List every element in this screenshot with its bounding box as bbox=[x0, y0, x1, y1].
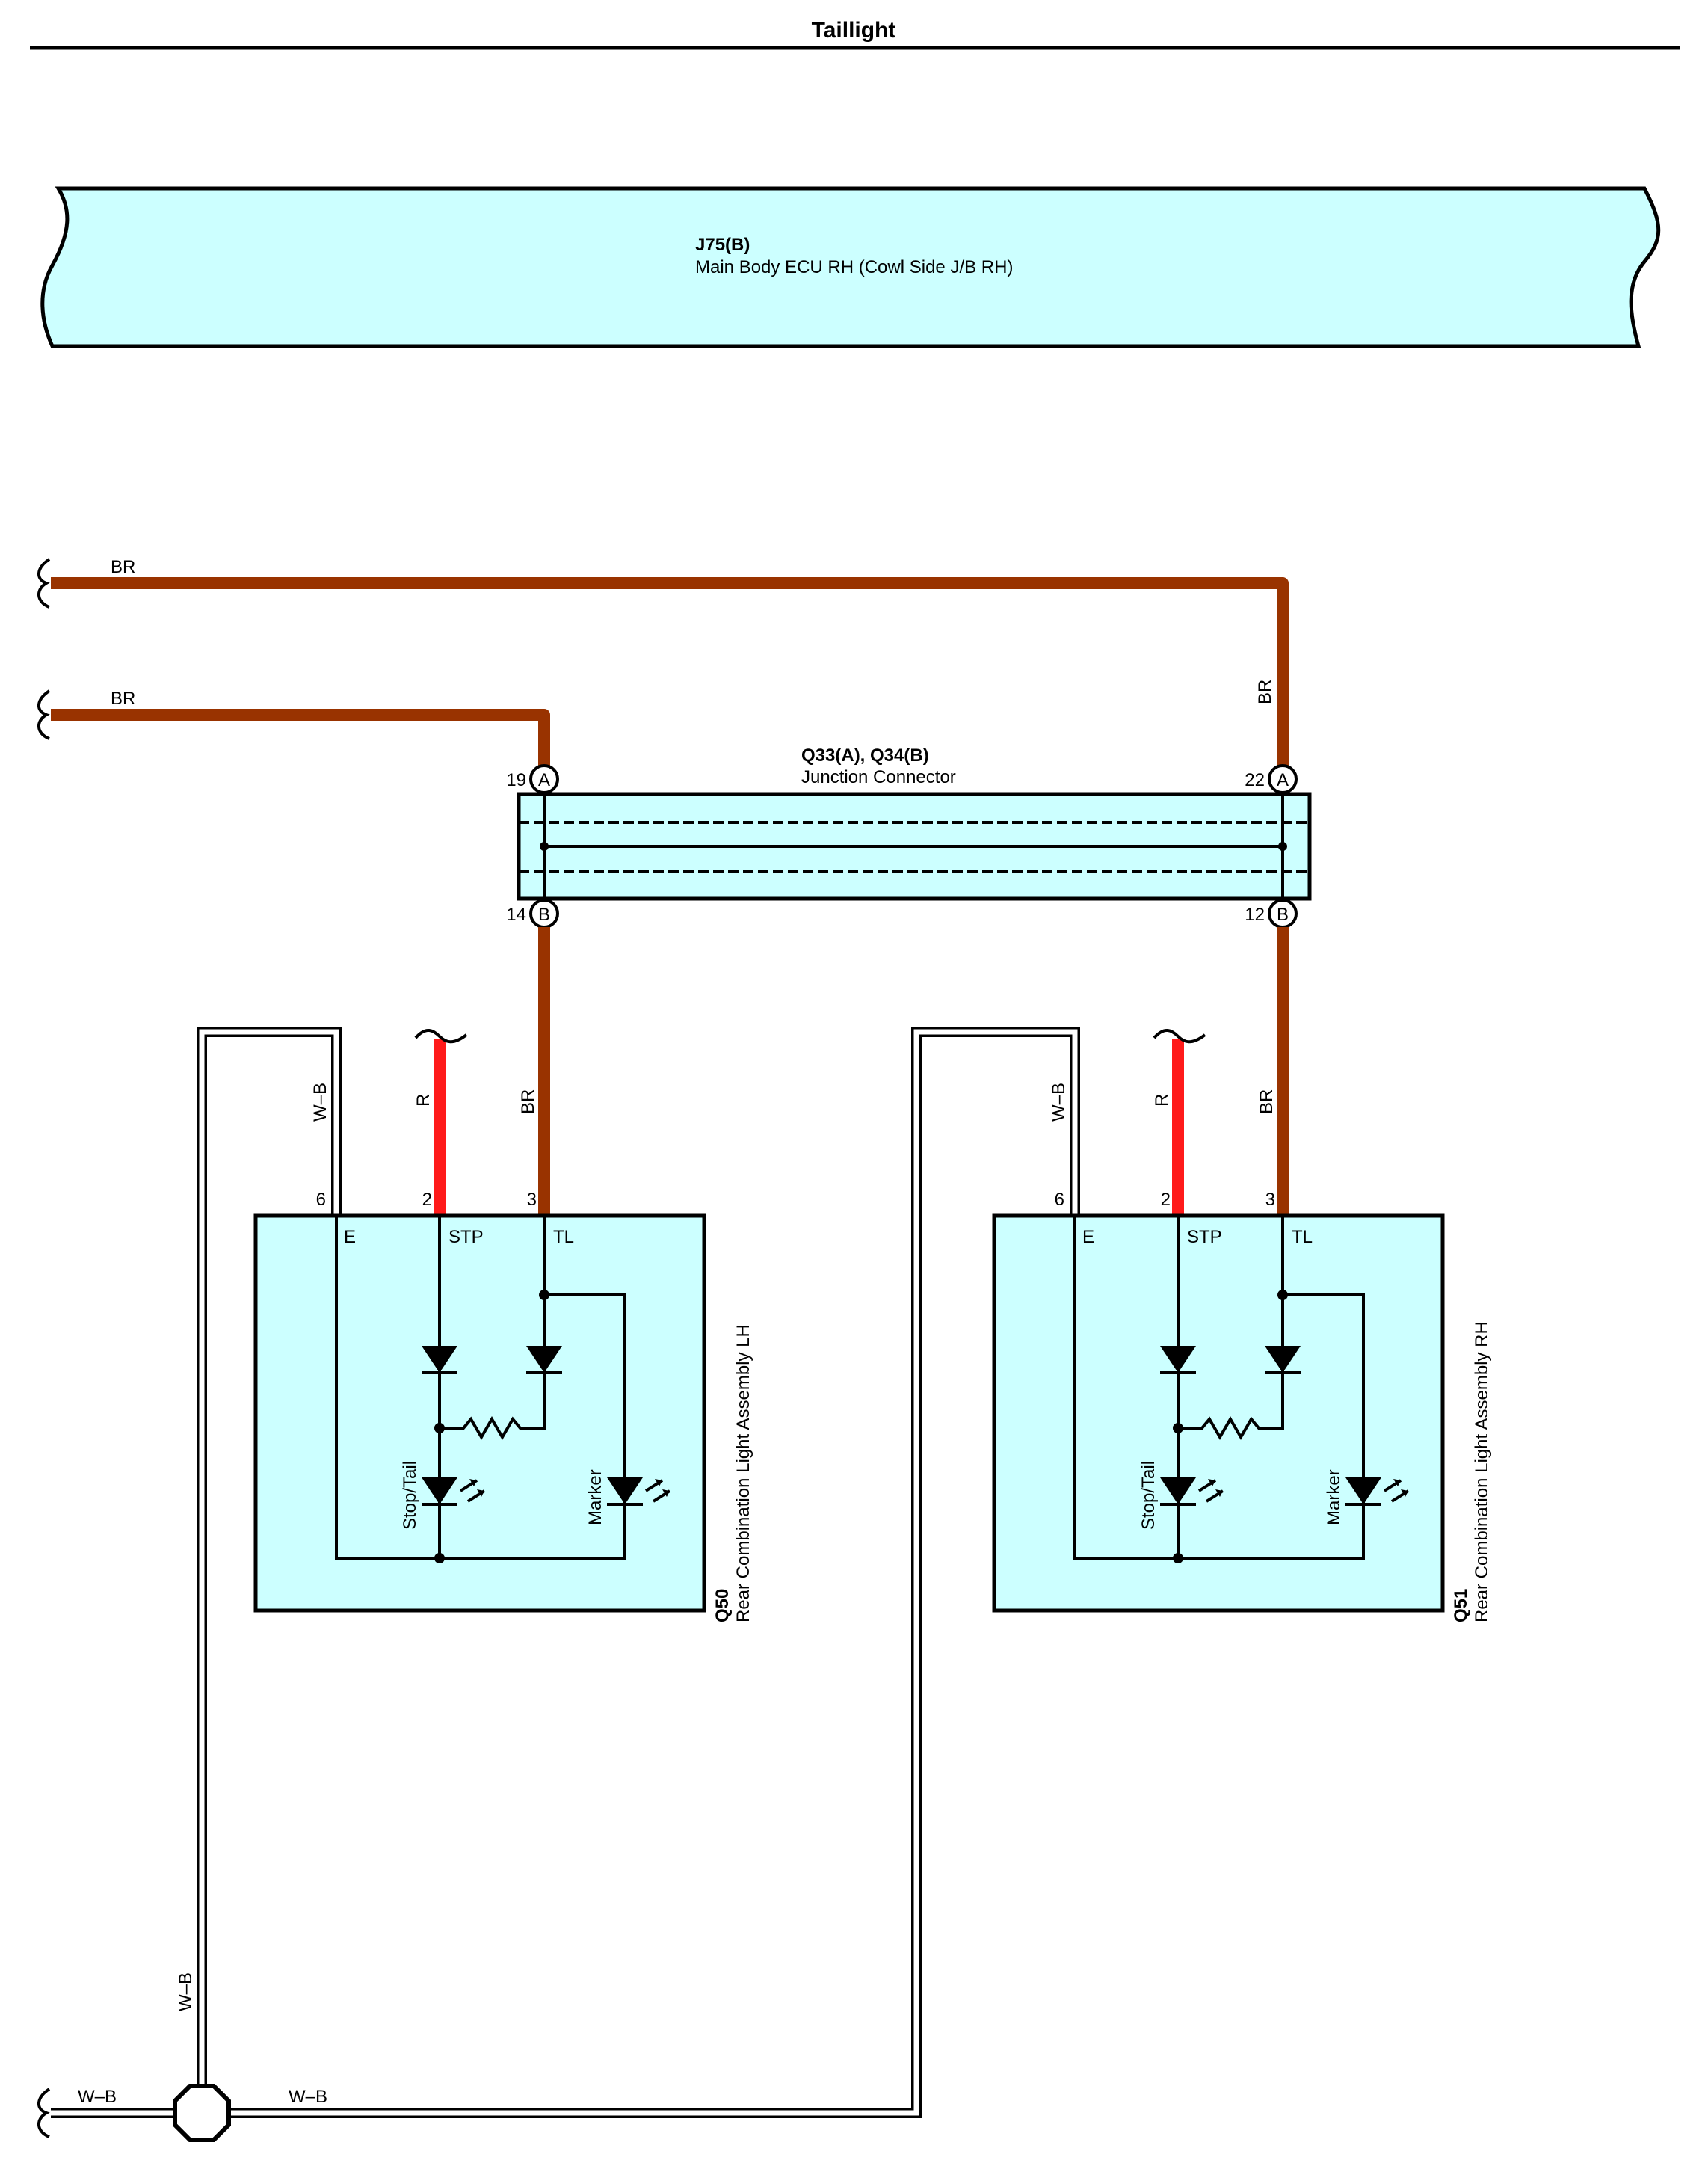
ecu-block: J75(B) Main Body ECU RH (Cowl Side J/B R… bbox=[40, 186, 1661, 348]
br-wire-2-label: BR bbox=[111, 689, 135, 709]
svg-text:A: A bbox=[538, 770, 550, 790]
junction-name: Junction Connector bbox=[801, 767, 956, 787]
svg-text:3: 3 bbox=[527, 1190, 537, 1210]
svg-text:B: B bbox=[1277, 905, 1289, 925]
wb-label-rh: W–B bbox=[1049, 1083, 1069, 1122]
ecu-name: Main Body ECU RH (Cowl Side J/B RH) bbox=[695, 257, 1013, 277]
br-wire-1: BR BR bbox=[37, 557, 1289, 778]
lamp-code-rh: Q51 bbox=[1451, 1589, 1471, 1622]
r-label-lh: R bbox=[413, 1094, 434, 1107]
r-wire-lh: R bbox=[413, 1029, 468, 1216]
page-title: Taillight bbox=[812, 18, 896, 43]
terminal-tl-rh: TL bbox=[1292, 1227, 1313, 1247]
wb-label-left: W–B bbox=[78, 2087, 117, 2107]
ground-splice bbox=[173, 2084, 231, 2142]
lamp-name-lh: Rear Combination Light Assembly LH bbox=[733, 1324, 753, 1622]
marker-label-rh: Marker bbox=[1324, 1469, 1344, 1525]
svg-text:3: 3 bbox=[1265, 1190, 1275, 1210]
stop-tail-label-rh: Stop/Tail bbox=[1138, 1461, 1159, 1530]
wb-ground-wire: W–B W–B W–B W–B W–B bbox=[37, 1027, 1080, 2142]
terminal-e-lh: E bbox=[344, 1227, 356, 1247]
lamp-code-lh: Q50 bbox=[712, 1589, 733, 1622]
terminal-tl-lh: TL bbox=[553, 1227, 574, 1247]
pin-14-label: 14 bbox=[506, 905, 526, 925]
br-label-rh: BR bbox=[1257, 1089, 1277, 1114]
wb-label-lh: W–B bbox=[310, 1083, 330, 1122]
stop-tail-label-lh: Stop/Tail bbox=[400, 1461, 420, 1530]
pin-19-a: A 19 bbox=[506, 764, 559, 794]
br-label-lh: BR bbox=[518, 1089, 538, 1114]
pin-22-a: A 22 bbox=[1245, 764, 1298, 794]
r-label-rh: R bbox=[1152, 1094, 1172, 1107]
wb-label-vertical: W–B bbox=[176, 1972, 196, 2011]
pin-22-label: 22 bbox=[1245, 770, 1265, 790]
br-wire-1-vlabel: BR bbox=[1255, 680, 1275, 704]
br-wire-2: BR bbox=[37, 689, 550, 778]
pin-12-label: 12 bbox=[1245, 905, 1265, 925]
junction-connector: Q33(A), Q34(B) Junction Connector A 19 A… bbox=[506, 745, 1312, 929]
svg-text:6: 6 bbox=[316, 1190, 326, 1210]
ecu-code: J75(B) bbox=[695, 235, 750, 255]
terminal-stp-rh: STP bbox=[1187, 1227, 1222, 1247]
svg-text:6: 6 bbox=[1055, 1190, 1064, 1210]
pin-19-label: 19 bbox=[506, 770, 526, 790]
svg-text:A: A bbox=[1277, 770, 1289, 790]
r-wire-rh: R bbox=[1152, 1029, 1206, 1216]
wb-label-right: W–B bbox=[289, 2087, 327, 2107]
svg-text:2: 2 bbox=[1161, 1190, 1171, 1210]
pin-12-b: B 12 bbox=[1245, 899, 1298, 929]
lamp-name-rh: Rear Combination Light Assembly RH bbox=[1472, 1321, 1492, 1622]
lamp-assembly-lh: 6 2 3 E STP TL Stop/Tail Marker Q50 Rear… bbox=[253, 1190, 753, 1622]
svg-text:2: 2 bbox=[422, 1190, 432, 1210]
pin-14-b: B 14 bbox=[506, 899, 559, 929]
terminal-e-rh: E bbox=[1082, 1227, 1094, 1247]
junction-code: Q33(A), Q34(B) bbox=[801, 745, 929, 766]
svg-text:B: B bbox=[538, 905, 550, 925]
br-wire-1-label: BR bbox=[111, 557, 135, 577]
marker-label-lh: Marker bbox=[585, 1469, 605, 1525]
terminal-stp-lh: STP bbox=[448, 1227, 484, 1247]
lamp-assembly-rh: 6 2 3 E STP TL Stop/Tail Marker Q51 Rear… bbox=[992, 1190, 1492, 1622]
